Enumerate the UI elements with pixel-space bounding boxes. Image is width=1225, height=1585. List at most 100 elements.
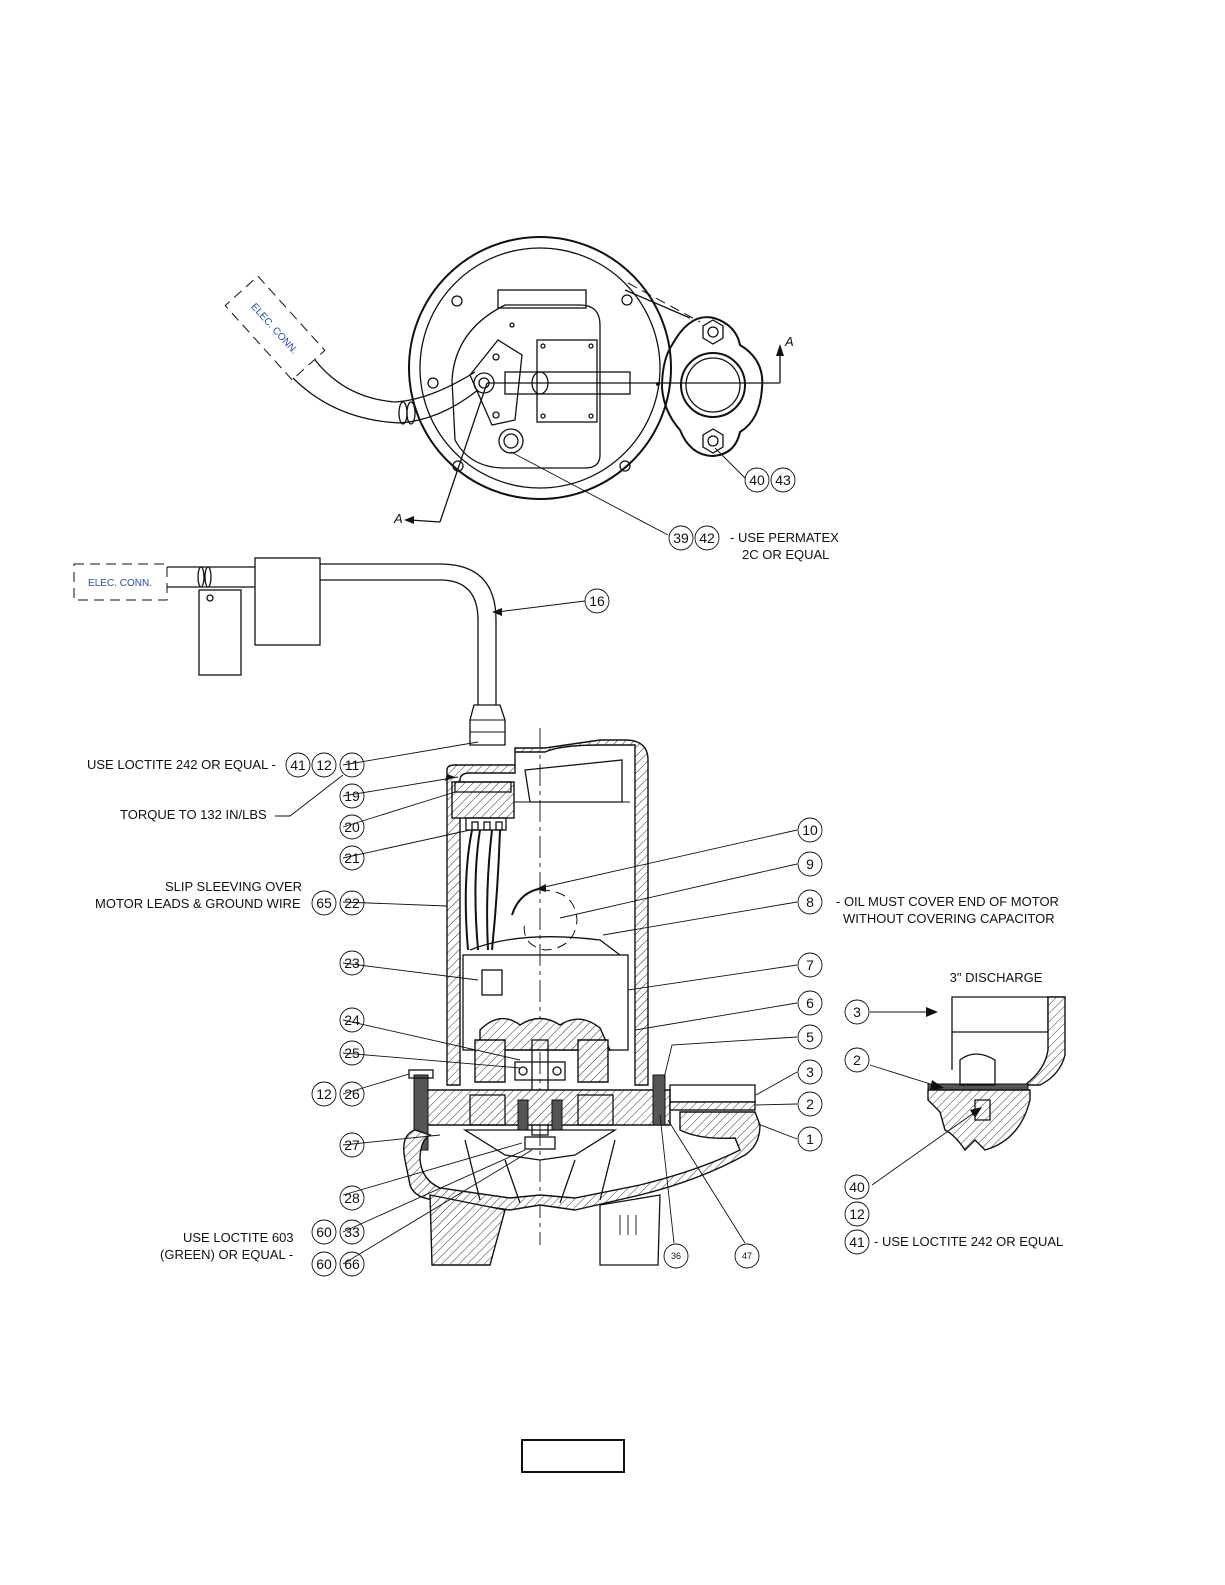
power-cord <box>292 377 479 424</box>
section-arrow-head <box>404 516 414 524</box>
volute-casing <box>403 1111 761 1211</box>
housing-inner-ring <box>419 247 661 489</box>
fill-plug <box>498 428 524 454</box>
note-torque: TORQUE TO 132 IN/LBS <box>120 807 267 822</box>
leader-26 <box>342 1073 410 1095</box>
motor-housing <box>446 739 649 1086</box>
seal-pocket <box>577 1094 614 1126</box>
cord-plate-screw <box>492 411 500 419</box>
note-loctite-603: (GREEN) OR EQUAL - <box>160 1247 293 1262</box>
section-arrow-left <box>409 519 441 523</box>
cord-plate-screw <box>492 353 500 361</box>
leader-2-arrow <box>930 1080 944 1090</box>
bearing <box>514 1061 566 1081</box>
callout-bubble <box>844 1174 870 1200</box>
leader-2 <box>755 1103 798 1106</box>
housing-outline <box>408 236 672 500</box>
plate-screw <box>540 343 546 349</box>
power-cord-outer <box>320 563 497 705</box>
callout-25: 25 <box>344 1045 360 1061</box>
callout-2: 2 <box>806 1096 814 1112</box>
flange-bolt-top <box>702 319 724 345</box>
section-callouts: 16 41 12 11 19 20 21 10 9 8 65 22 23 7 6… <box>285 588 823 1277</box>
terminal <box>471 821 479 831</box>
small-hole <box>509 322 515 328</box>
section-arrow-head <box>776 344 784 356</box>
plate-screw <box>588 343 594 349</box>
callout-3: 3 <box>806 1064 814 1080</box>
leg-detail <box>619 1215 637 1235</box>
callout-24: 24 <box>344 1012 360 1028</box>
callout-22: 22 <box>344 895 360 911</box>
callout-33: 33 <box>344 1224 360 1240</box>
cord-clamp <box>254 557 321 646</box>
callout-60: 60 <box>316 1224 332 1240</box>
motor-lead <box>464 829 473 951</box>
rim-bolt-hole <box>451 295 463 307</box>
note-oil-level: WITHOUT COVERING CAPACITOR <box>843 911 1055 926</box>
top-view: A A ELEC. CONN. 40 43 39 42 - USE PERMAT… <box>224 236 839 562</box>
leader-2-detail <box>869 1064 941 1088</box>
note-oil-level: - OIL MUST COVER END OF MOTOR <box>836 894 1059 909</box>
impeller <box>462 1129 618 1161</box>
bolt-boss-detail <box>959 1053 996 1086</box>
rim-bolt-hole <box>452 460 464 472</box>
cord-segment <box>167 566 255 588</box>
motor-shaft <box>531 1039 549 1136</box>
leader-6 <box>634 1002 798 1031</box>
motor-lead <box>486 829 493 951</box>
flange-bolt-top-inner <box>707 326 719 338</box>
leader-16-arrow <box>492 608 502 616</box>
volute-hidden-line <box>627 282 701 323</box>
callout-10: 10 <box>802 822 818 838</box>
winding-cross-left <box>474 1039 506 1083</box>
callout-16: 16 <box>589 593 605 609</box>
motor-end-bell <box>469 936 621 956</box>
cord-grip-line <box>470 719 505 733</box>
callout-bubble <box>744 467 770 493</box>
callout-40: 40 <box>749 472 765 488</box>
leader-20 <box>342 791 456 828</box>
note-loctite-242: USE LOCTITE 242 OR EQUAL - <box>87 757 276 772</box>
leader-1 <box>757 1123 798 1140</box>
callout-19: 19 <box>344 788 360 804</box>
callout-41: 41 <box>849 1234 865 1250</box>
elec-conn-label: ELEC. CONN. <box>88 578 152 589</box>
base-leg-right <box>599 1194 661 1266</box>
housing-bolt <box>652 1074 666 1126</box>
callout-bubble <box>770 467 796 493</box>
terminal <box>495 821 503 831</box>
callout-8: 8 <box>806 894 814 910</box>
callout-bubble <box>844 1229 870 1255</box>
leader-5 <box>663 1036 798 1079</box>
leader-33 <box>342 1149 526 1233</box>
elec-conn-label: ELEC. CONN. <box>248 302 299 357</box>
rim-bolt-hole <box>427 377 439 389</box>
discharge-port <box>680 352 746 418</box>
discharge-pipe <box>951 996 1049 1033</box>
discharge-flange-side <box>669 1084 756 1103</box>
callout-5: 5 <box>806 1029 814 1045</box>
plate-screw <box>540 413 546 419</box>
callout-2: 2 <box>853 1052 861 1068</box>
section-mark-a: A <box>393 511 403 526</box>
callout-66: 66 <box>344 1256 360 1272</box>
flange-bolt-bottom <box>702 428 724 454</box>
leader-3-arrow <box>926 1007 938 1017</box>
callout-47: 47 <box>742 1251 752 1261</box>
note-slip-sleeving: MOTOR LEADS & GROUND WIRE <box>95 896 301 911</box>
leader-7 <box>627 964 798 991</box>
rim-bolt-hole <box>619 460 631 472</box>
motor-window <box>481 969 503 996</box>
rim-bolt-hole <box>621 294 633 306</box>
leader-8 <box>602 901 798 936</box>
elec-conn-tag <box>73 563 168 601</box>
capacitor-hidden <box>523 889 578 951</box>
page-number-box <box>521 1439 625 1473</box>
volute-edge <box>624 289 691 319</box>
shaft-seal <box>551 1099 563 1131</box>
leader-47 <box>667 1119 746 1244</box>
callout-28: 28 <box>344 1190 360 1206</box>
callout-bubble <box>694 525 720 551</box>
